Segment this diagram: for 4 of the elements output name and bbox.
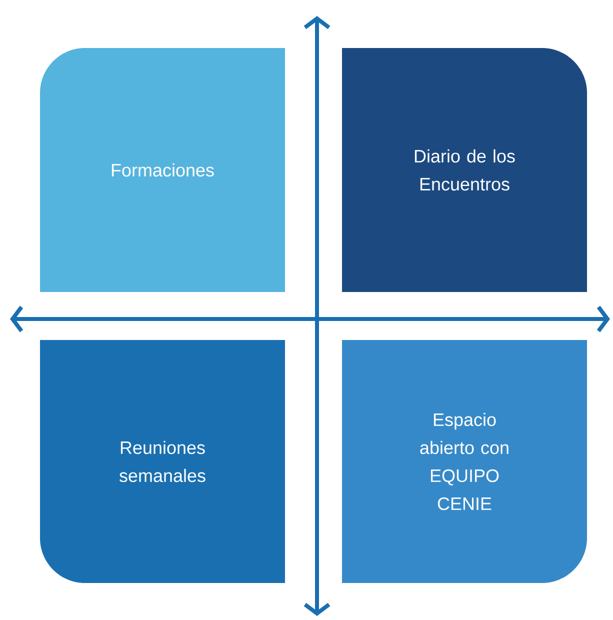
quadrant-box: Espacio abierto con EQUIPO CENIE xyxy=(342,340,587,583)
quadrant-box: Reuniones semanales xyxy=(40,340,285,583)
quadrant-box: Diario de los Encuentros xyxy=(342,48,587,292)
quadrant-box: Formaciones xyxy=(40,48,285,292)
